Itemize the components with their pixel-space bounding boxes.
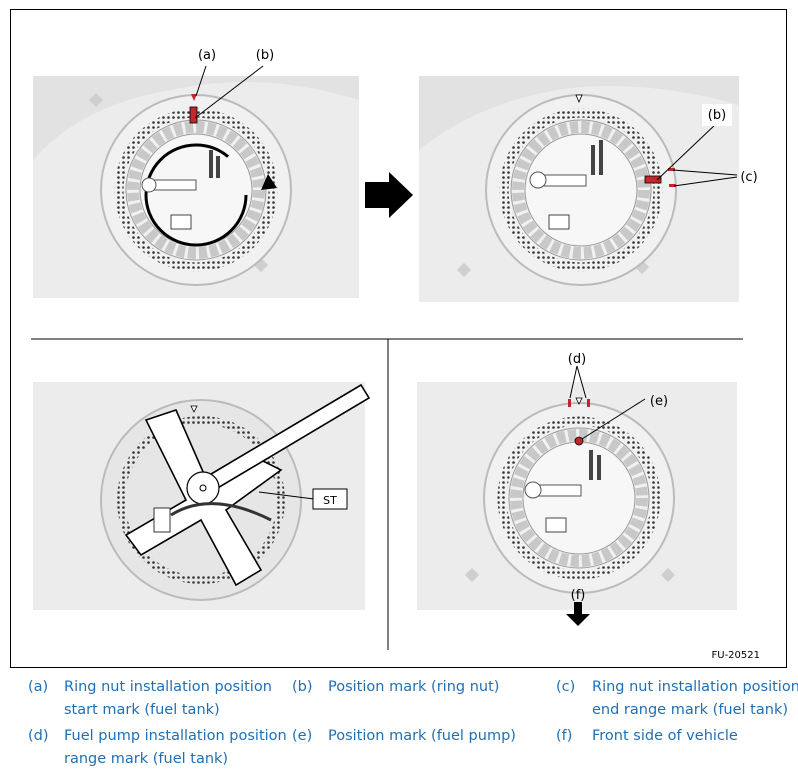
legend-text-line2: start mark (fuel tank) xyxy=(64,702,220,718)
legend: (a) Ring nut installation position start… xyxy=(0,676,798,776)
down-arrow-icon xyxy=(566,602,590,626)
legend-text-line2: range mark (fuel tank) xyxy=(64,751,229,767)
callout-c: (c) xyxy=(740,170,757,185)
panel-ring-nut-end: (b) (c) xyxy=(419,76,758,302)
figure-frame: (a) (b) xyxy=(10,9,787,668)
legend-text-line1: Front side of vehicle xyxy=(592,728,738,744)
legend-text-line1: Position mark (ring nut) xyxy=(328,679,500,695)
callout-b-panel2: (b) xyxy=(708,108,726,123)
legend-key: (a) xyxy=(28,679,49,695)
illustration: (a) (b) xyxy=(31,48,758,650)
panel-special-tool: ST xyxy=(33,382,371,610)
legend-key: (d) xyxy=(28,728,49,744)
callout-st: ST xyxy=(323,494,337,507)
callout-a-panel1: (a) xyxy=(198,48,216,63)
legend-key: (f) xyxy=(556,728,573,744)
callout-d: (d) xyxy=(568,352,586,367)
legend-text-line1: Fuel pump installation position xyxy=(64,728,287,744)
panel-fuel-pump-position: (d) (e) (f) xyxy=(417,352,737,626)
legend-text-line1: Ring nut installation position xyxy=(592,679,798,695)
legend-key: (c) xyxy=(556,679,576,695)
callout-b-panel1: (b) xyxy=(256,48,274,63)
legend-key: (b) xyxy=(292,679,313,695)
right-arrow-icon xyxy=(365,172,413,218)
callout-e: (e) xyxy=(650,394,668,409)
legend-text-line1: Position mark (fuel pump) xyxy=(328,728,516,744)
legend-text-line1: Ring nut installation position xyxy=(64,679,272,695)
panel-ring-nut-start: (a) (b) xyxy=(33,48,359,298)
legend-text-line2: end range mark (fuel tank) xyxy=(592,702,788,718)
callout-f: (f) xyxy=(571,588,586,603)
legend-key: (e) xyxy=(292,728,313,744)
figure-id: FU-20521 xyxy=(711,650,761,661)
